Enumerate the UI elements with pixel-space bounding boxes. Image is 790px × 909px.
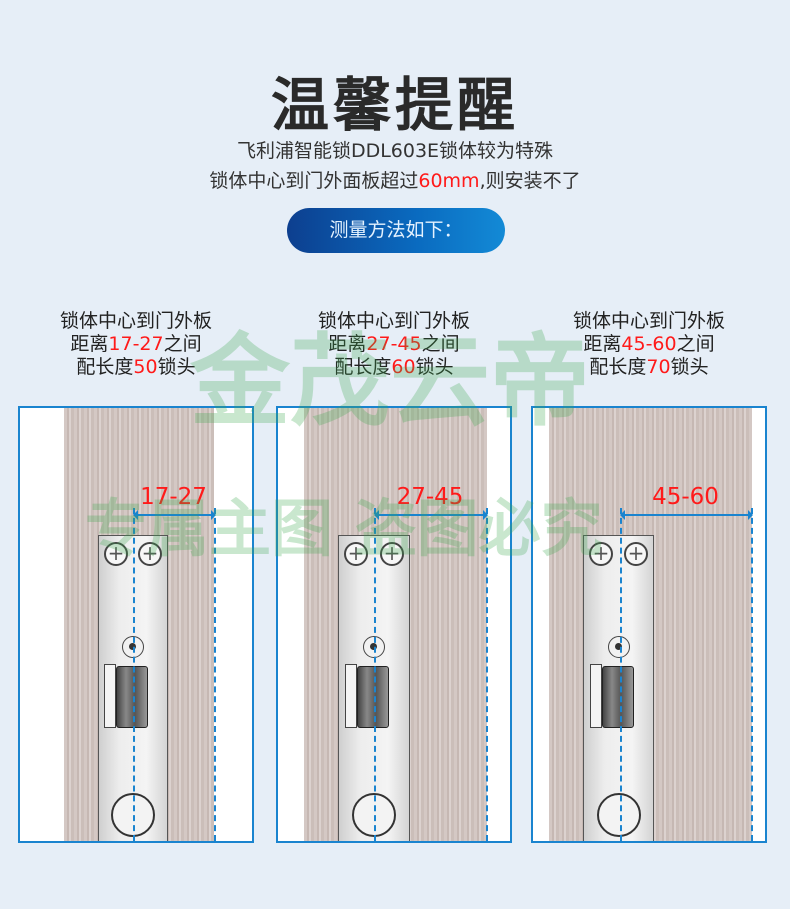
lock-diagram-panel: + + 45-60 [531, 406, 767, 843]
outer-panel-line [751, 508, 753, 841]
spindle-hole-icon [607, 636, 630, 658]
caption-line: 锁体中心到门外板 [317, 310, 470, 332]
measurement-method-button[interactable]: 测量方法如下： [287, 208, 505, 253]
caption-text: 配长度 [334, 356, 392, 378]
screw-icon: + [624, 542, 648, 566]
caption-line: 配长度60锁头 [276, 356, 512, 379]
caption-text: 锁头 [157, 356, 196, 378]
cylinder-length: 60 [391, 356, 416, 378]
dimension-arrow [133, 510, 216, 520]
latch-tab [104, 664, 116, 728]
dimension-arrow [620, 510, 753, 520]
dimension-arrow [374, 510, 488, 520]
distance-range: 17-27 [108, 333, 164, 355]
lock-center-line [620, 508, 622, 841]
notice-line-1: 飞利浦智能锁DDL603E锁体较为特殊 [236, 140, 554, 162]
latch-bolt [357, 666, 389, 728]
lock-diagram-panel: + + 17-27 [18, 406, 254, 843]
latch-bolt [601, 666, 634, 728]
latch-tab [589, 664, 602, 728]
dimension-label: 45-60 [652, 484, 719, 510]
caption-line: 配长度70锁头 [531, 356, 767, 379]
caption-line: 锁体中心到门外板 [572, 310, 725, 332]
screw-icon: + [344, 542, 368, 566]
cylinder-hole-icon [596, 793, 641, 837]
outer-panel-line [486, 508, 488, 841]
lock-center-line [374, 508, 376, 841]
cylinder-length: 50 [133, 356, 158, 378]
lock-faceplate: + + [583, 535, 654, 841]
caption-line: 距离45-60之间 [531, 333, 767, 356]
lock-diagram-panel: + + 27-45 [276, 406, 512, 843]
caption-text: 配长度 [589, 356, 647, 378]
caption-text: 之间 [421, 333, 460, 355]
caption-text: 距离 [328, 333, 367, 355]
caption-text: 配长度 [76, 356, 134, 378]
dimension-label: 17-27 [140, 484, 207, 510]
cylinder-length: 70 [646, 356, 671, 378]
page-title: 温馨提醒 [270, 71, 519, 139]
caption-text: 之间 [163, 333, 202, 355]
distance-range: 27-45 [366, 333, 422, 355]
dimension-label: 27-45 [396, 484, 464, 510]
caption-text: 锁头 [415, 356, 454, 378]
panel-caption: 锁体中心到门外板 距离17-27之间 配长度50锁头 [18, 310, 254, 379]
notice-text: 锁体中心到门外面板超过 [209, 170, 419, 192]
screw-icon: + [104, 542, 128, 566]
lock-center-line [133, 508, 135, 841]
caption-line: 锁体中心到门外板 [59, 310, 212, 332]
limit-value: 60mm [418, 170, 480, 192]
screw-icon: + [380, 542, 404, 566]
caption-text: 距离 [583, 333, 622, 355]
latch-bolt [116, 666, 148, 728]
outer-panel-line [214, 508, 216, 841]
caption-line: 距离17-27之间 [18, 333, 254, 356]
caption-line: 配长度50锁头 [18, 356, 254, 379]
panel-caption: 锁体中心到门外板 距离27-45之间 配长度60锁头 [276, 310, 512, 379]
caption-text: 距离 [70, 333, 109, 355]
caption-line: 距离27-45之间 [276, 333, 512, 356]
notice-line-2: 锁体中心到门外面板超过60mm,则安装不了 [0, 166, 790, 193]
screw-icon: + [138, 542, 162, 566]
latch-tab [345, 664, 357, 728]
notice-text: ,则安装不了 [479, 170, 581, 192]
distance-range: 45-60 [621, 333, 677, 355]
caption-text: 锁头 [670, 356, 709, 378]
screw-icon: + [589, 542, 613, 566]
caption-text: 之间 [676, 333, 715, 355]
panel-caption: 锁体中心到门外板 距离45-60之间 配长度70锁头 [531, 310, 767, 379]
